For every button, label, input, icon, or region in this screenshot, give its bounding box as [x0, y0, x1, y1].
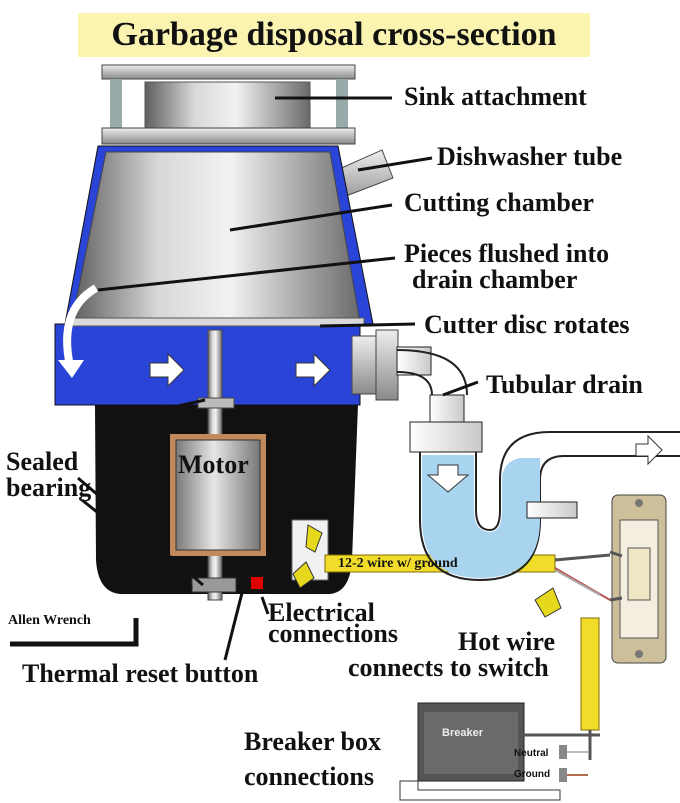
label-cutting-chamber: Cutting chamber	[404, 188, 594, 217]
label-hot-wire-1: Hot wire	[458, 627, 555, 656]
label-motor: Motor	[178, 450, 249, 479]
down-arrow-icon	[426, 464, 470, 493]
leader-lines	[77, 96, 479, 661]
label-sealed-1: Sealed	[6, 447, 79, 476]
label-tubular-drain: Tubular drain	[486, 370, 643, 399]
label-neutral: Neutral	[514, 748, 549, 759]
flow-arrow-right-icon	[295, 352, 331, 388]
wire-nut-icon	[305, 524, 323, 553]
label-breaker-box-1: Breaker box	[244, 727, 381, 756]
label-cutter-disc: Cutter disc rotates	[424, 310, 630, 339]
label-ground: Ground	[514, 769, 551, 780]
label-breaker-box-2: connections	[244, 762, 374, 791]
flow-arrow-head-icon	[58, 360, 84, 378]
wall-switch	[609, 494, 667, 664]
label-electrical-2: connections	[268, 619, 398, 648]
label-dishwasher-tube: Dishwasher tube	[437, 142, 623, 171]
page-title: Garbage disposal cross-section	[78, 13, 590, 57]
tubular-drain	[396, 346, 680, 582]
breaker-box	[399, 702, 600, 801]
label-breaker: Breaker	[442, 727, 483, 739]
allen-wrench-icon	[10, 618, 139, 647]
flow-arrow-right-icon	[149, 352, 185, 388]
wire-nut-icon	[292, 561, 315, 589]
wire-nut-icon	[534, 587, 562, 618]
thermal-reset-button[interactable]	[251, 577, 263, 589]
right-arrow-icon	[635, 434, 663, 466]
label-pieces-flushed-1: Pieces flushed into	[404, 239, 610, 268]
label-wire: 12-2 wire w/ ground	[338, 556, 458, 571]
sink-attachment	[101, 64, 356, 145]
label-allen-wrench: Allen Wrench	[8, 613, 91, 628]
label-sealed-2: bearing	[6, 473, 92, 502]
flow-arrow-curved-icon	[63, 284, 99, 367]
label-hot-wire-2: connects to switch	[348, 653, 549, 682]
label-sink-attachment: Sink attachment	[404, 82, 587, 111]
label-electrical-1: Electrical	[268, 598, 375, 627]
label-pieces-flushed-2: drain chamber	[412, 265, 578, 294]
wire-cable-vertical	[580, 617, 600, 731]
motor	[170, 434, 266, 593]
label-thermal-reset: Thermal reset button	[22, 659, 259, 688]
